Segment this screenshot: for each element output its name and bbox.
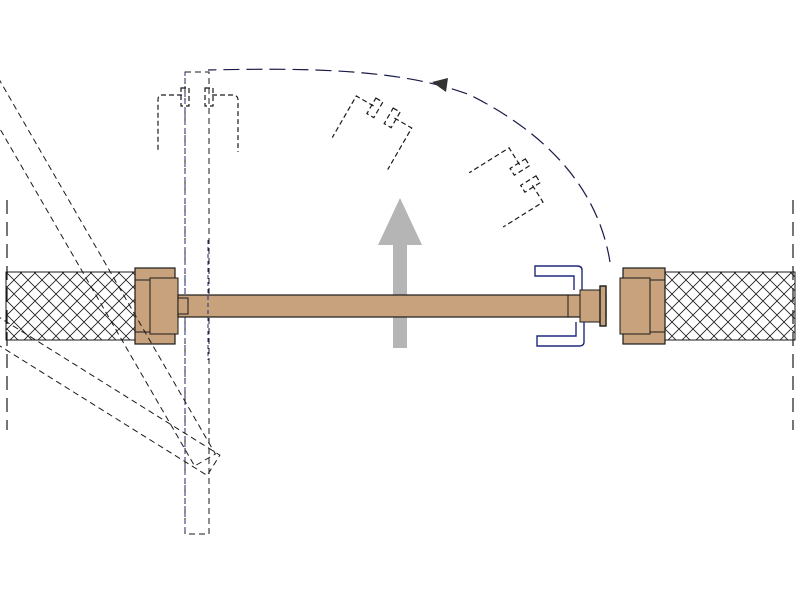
lever-handle-icon [534, 265, 607, 347]
wall-left [5, 271, 157, 341]
lever-handle-icon [157, 87, 239, 152]
door-frame-left [134, 267, 179, 345]
door-leaf-closed [177, 289, 607, 323]
swing-arrow-head [432, 78, 448, 92]
door-ghost-60 [0, 54, 217, 467]
door-ghost-30 [0, 226, 221, 477]
swing-arc-icon [207, 68, 611, 263]
lever-handle-icon [331, 95, 413, 170]
push-arrow-icon [378, 198, 422, 348]
wall-right [644, 271, 796, 341]
door-frame-right [619, 267, 666, 345]
lever-handle-icon [468, 147, 544, 228]
